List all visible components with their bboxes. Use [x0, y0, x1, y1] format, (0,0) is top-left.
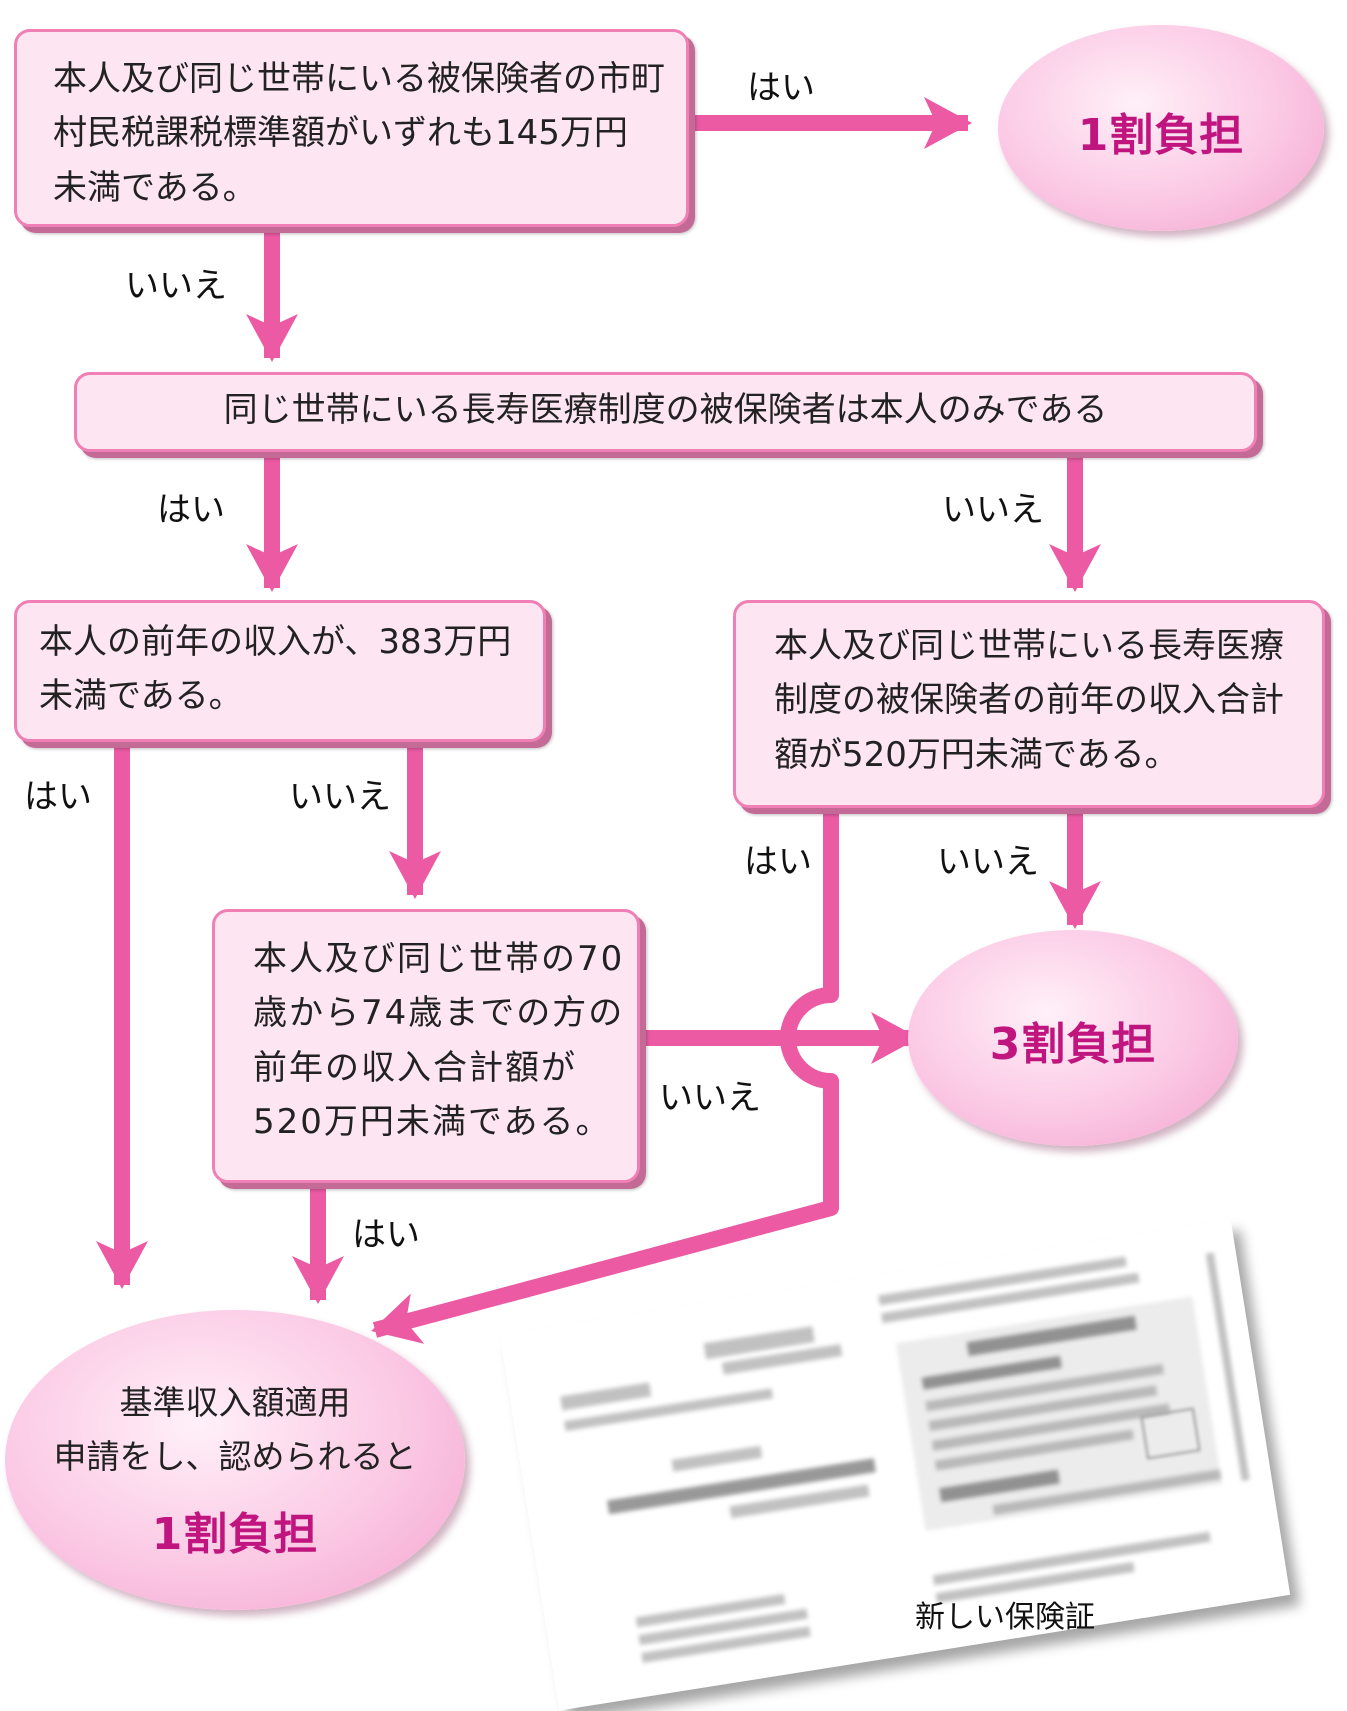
card-right-half: [865, 1219, 1290, 1652]
flowchart: 本人及び同じ世帯にいる被保険者の市町 村民税課税標準額がいずれも145万円 未満…: [5, 25, 1325, 1663]
label-q5-yes: はい: [352, 1215, 420, 1255]
label-q4-no: いいえ: [937, 842, 1039, 882]
result-middle-text: 3割負担: [989, 1019, 1157, 1070]
label-q2-no: いいえ: [942, 490, 1044, 530]
label-q4-yes: はい: [744, 842, 812, 882]
question-box-3: 本人の前年の収入が、383万円 未満である。: [14, 600, 546, 742]
label-q2-yes: はい: [157, 490, 225, 530]
result-middle: 3割負担: [908, 930, 1238, 1146]
label-q1-no: いいえ: [125, 266, 227, 306]
question-box-1: 本人及び同じ世帯にいる被保険者の市町 村民税課税標準額がいずれも145万円 未満…: [14, 29, 689, 227]
label-q5-no: いいえ: [659, 1078, 761, 1118]
question-4-text: 本人及び同じ世帯にいる長寿医療 制度の被保険者の前年の収入合計 額が520万円未…: [774, 626, 1284, 775]
result-top: 1割負担: [998, 25, 1324, 231]
question-3-text: 本人の前年の収入が、383万円 未満である。: [39, 622, 512, 717]
label-q3-yes: はい: [24, 777, 92, 817]
arrow-q4-yes: [371, 808, 839, 1344]
question-box-2: 同じ世帯にいる長寿医療制度の被保険者は本人のみである: [74, 372, 1257, 452]
question-5-text: 本人及び同じ世帯の70 歳から74歳までの方の 前年の収入合計額が 520万円未…: [253, 939, 625, 1143]
question-box-4: 本人及び同じ世帯にいる長寿医療 制度の被保険者の前年の収入合計 額が520万円未…: [733, 600, 1325, 808]
question-1-text: 本人及び同じ世帯にいる被保険者の市町 村民税課税標準額がいずれも145万円 未満…: [53, 59, 665, 208]
flow-connectors: [96, 97, 1101, 1344]
result-bottom-line1: 基準収入額適用: [119, 1383, 351, 1422]
question-box-5: 本人及び同じ世帯の70 歳から74歳までの方の 前年の収入合計額が 520万円未…: [212, 909, 640, 1183]
result-bottom-line2: 申請をし、認められると: [53, 1437, 417, 1476]
card-caption: 新しい保険証: [915, 1600, 1095, 1635]
label-q1-yes: はい: [747, 68, 815, 108]
question-2-text: 同じ世帯にいる長寿医療制度の被保険者は本人のみである: [223, 390, 1108, 430]
result-bottom: 基準収入額適用 申請をし、認められると 1割負担: [5, 1310, 465, 1610]
card-left-half: [500, 1277, 925, 1710]
label-q3-no: いいえ: [289, 777, 391, 817]
result-bottom-text: 1割負担: [151, 1509, 319, 1560]
result-top-text: 1割負担: [1077, 110, 1245, 161]
